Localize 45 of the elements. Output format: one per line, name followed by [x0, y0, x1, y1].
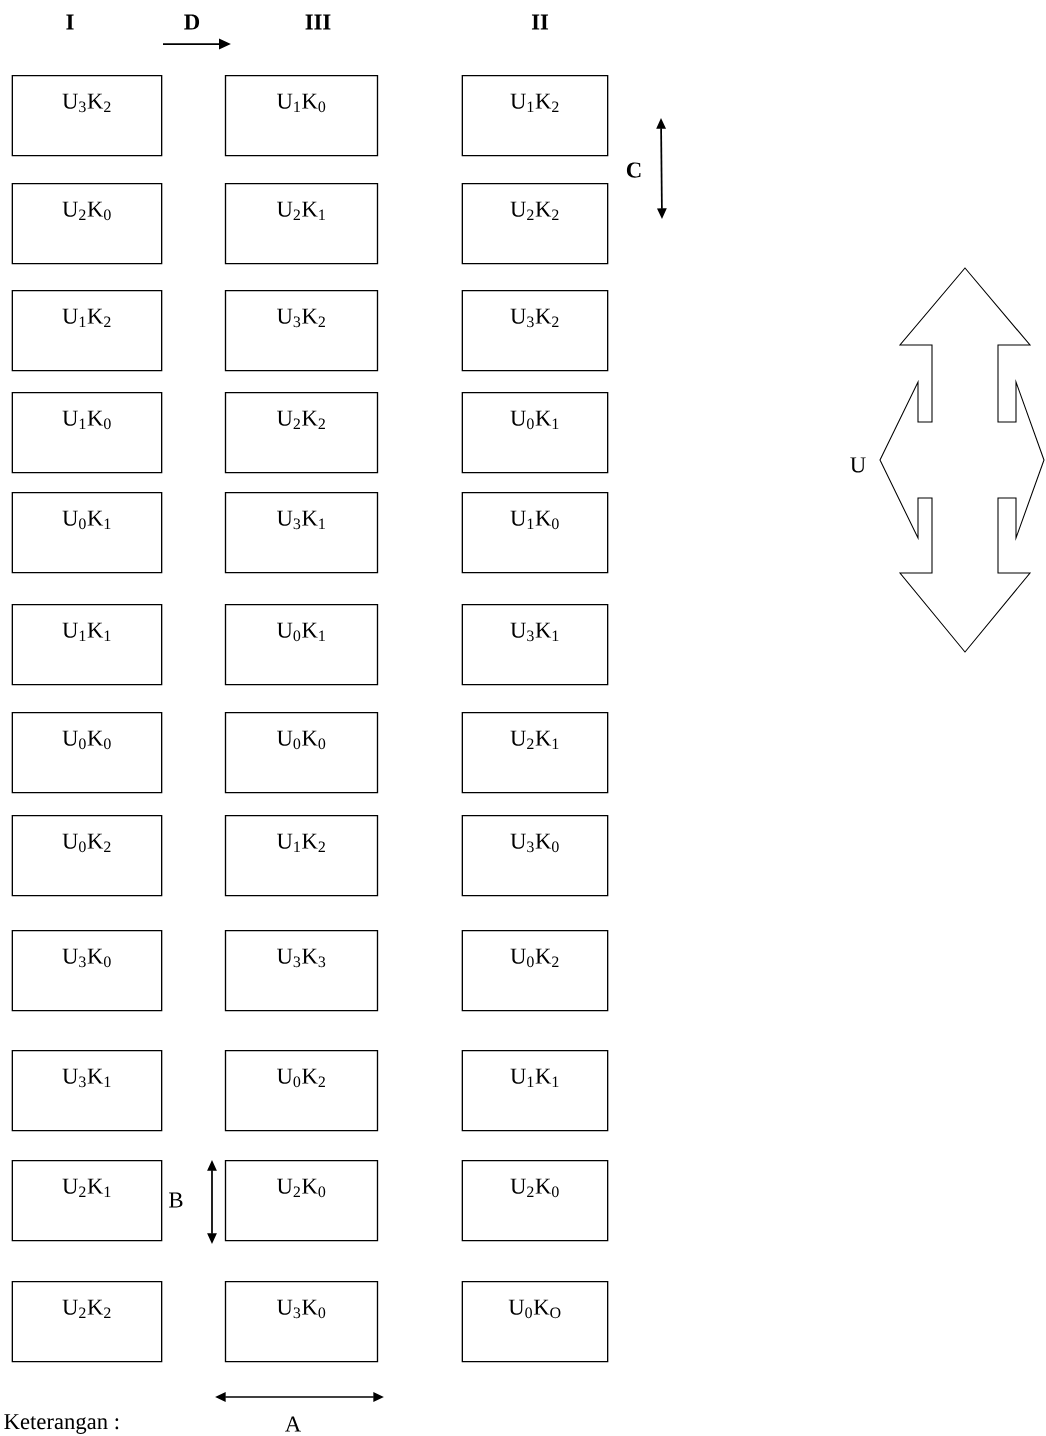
plot-box: U$_{2}$K$_{2}$	[224, 392, 379, 474]
plot-box: U$_{0}$K$_{2}$	[11, 815, 163, 897]
plot-box: U$_{3}$K$_{2}$	[461, 290, 609, 372]
plot-box: U$_{3}$K$_{1}$	[224, 492, 379, 574]
plot-box: U$_{2}$K$_{1}$	[224, 183, 379, 265]
plot-box: U$_{1}$K$_{1}$	[11, 604, 163, 686]
plot-box: U$_{2}$K$_{0}$	[11, 183, 163, 265]
plot-box: U$_{3}$K$_{3}$	[224, 930, 379, 1012]
column-label: III	[305, 14, 331, 30]
dimension-label: B	[169, 1192, 183, 1208]
plot-box: U$_{0}$K$_{1}$	[224, 604, 379, 686]
plot-box: U$_{2}$K$_{1}$	[11, 1160, 163, 1242]
plot-box: U$_{1}$K$_{0}$	[11, 392, 163, 474]
plot-box: U$_{1}$K$_{0}$	[461, 492, 609, 574]
plot-box: U$_{2}$K$_{2}$	[11, 1281, 163, 1363]
plot-box: U$_{0}$K$_{1}$	[461, 392, 609, 474]
plot-box: U$_{0}$K$_{2}$	[224, 1050, 379, 1132]
plot-box: U$_{3}$K$_{1}$	[461, 604, 609, 686]
legend-heading: Keterangan :	[4, 1414, 119, 1434]
plot-box: U$_{3}$K$_{2}$	[224, 290, 379, 372]
plot-box: U$_{2}$K$_{2}$	[461, 183, 609, 265]
plot-box: U$_{2}$K$_{0}$	[461, 1160, 609, 1242]
plot-box: U$_{3}$K$_{2}$	[11, 75, 163, 157]
plot-box: U$_{0}$K$_{2}$	[461, 930, 609, 1012]
plot-box: U$_{1}$K$_{0}$	[224, 75, 379, 157]
plot-box: U$_{0}$K$_{0}$	[11, 712, 163, 794]
plot-box: U$_{3}$K$_{1}$	[11, 1050, 163, 1132]
plot-box: U$_{1}$K$_{2}$	[224, 815, 379, 897]
plot-box: U$_{2}$K$_{0}$	[224, 1160, 379, 1242]
direction-label: D	[184, 14, 200, 30]
column-label: II	[531, 14, 549, 30]
plot-box: U$_{1}$K$_{2}$	[461, 75, 609, 157]
plot-box: U$_{3}$K$_{0}$	[11, 930, 163, 1012]
plot-box: U$_{2}$K$_{1}$	[461, 712, 609, 794]
plot-box: U$_{0}$K$_{1}$	[11, 492, 163, 574]
north-label: U	[850, 457, 866, 473]
column-label: I	[66, 14, 74, 30]
plot-box: U$_{0}$K$_{O}$	[461, 1281, 609, 1363]
dimension-label: C	[626, 162, 641, 178]
plot-box: U$_{1}$K$_{1}$	[461, 1050, 609, 1132]
plot-box: U$_{3}$K$_{0}$	[461, 815, 609, 897]
dimension-label: A	[285, 1416, 301, 1432]
plot-box: U$_{1}$K$_{2}$	[11, 290, 163, 372]
plot-box: U$_{0}$K$_{0}$	[224, 712, 379, 794]
plot-box: U$_{3}$K$_{0}$	[224, 1281, 379, 1363]
